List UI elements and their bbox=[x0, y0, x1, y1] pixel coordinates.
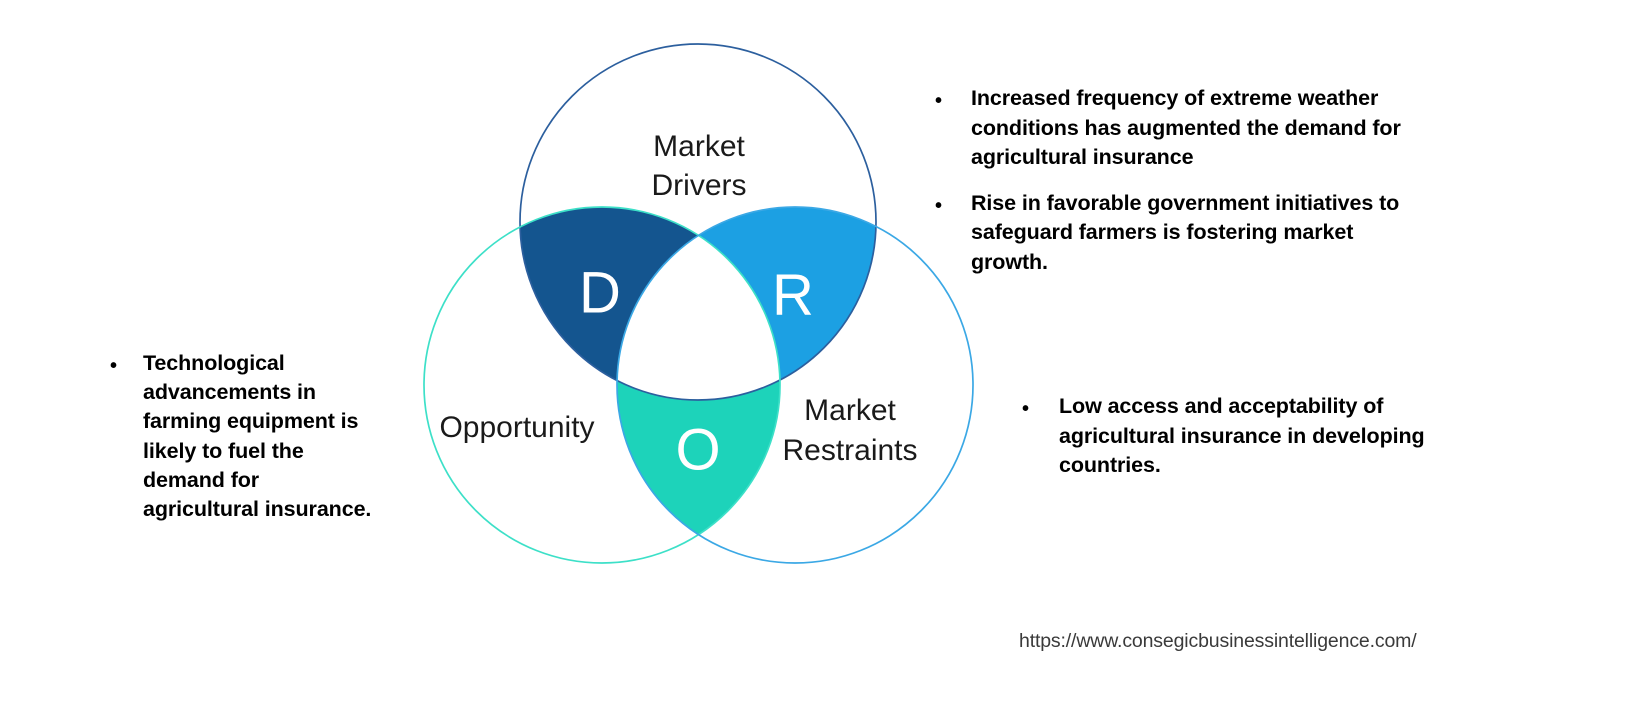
label-market-drivers-line2: Drivers bbox=[652, 169, 747, 202]
source-url[interactable]: https://www.consegicbusinessintelligence… bbox=[1019, 630, 1417, 652]
label-opportunity: Opportunity bbox=[439, 411, 594, 444]
bullet-dot-icon: • bbox=[110, 355, 117, 377]
bullet-item: • Technological advancements in farming … bbox=[110, 349, 378, 524]
bullet-text: Rise in favorable government initiatives… bbox=[971, 190, 1400, 274]
bullet-dot-icon: • bbox=[1022, 398, 1029, 420]
venn-diagram: Market Drivers Opportunity Market Restra… bbox=[380, 28, 1020, 588]
label-market-restraints-line2: Restraints bbox=[782, 434, 917, 467]
bullet-item: • Increased frequency of extreme weather… bbox=[935, 84, 1435, 173]
bullet-item: • Low access and acceptability of agricu… bbox=[1022, 392, 1442, 481]
circle-outline-restraints bbox=[616, 206, 974, 564]
circle-outline-drivers bbox=[519, 43, 877, 401]
bullet-item: • Rise in favorable government initiativ… bbox=[935, 189, 1435, 278]
opportunity-notes-block: • Technological advancements in farming … bbox=[110, 349, 378, 524]
drivers-notes-block: • Increased frequency of extreme weather… bbox=[935, 84, 1435, 293]
bullet-dot-icon: • bbox=[935, 194, 942, 217]
restraints-notes-block: • Low access and acceptability of agricu… bbox=[1022, 392, 1442, 481]
bullet-text: Increased frequency of extreme weather c… bbox=[971, 86, 1401, 169]
venn-region-opportunity bbox=[617, 207, 780, 563]
circle-outline-opportunity bbox=[423, 206, 781, 564]
venn-svg: Market Drivers Opportunity Market Restra… bbox=[423, 43, 974, 564]
region-letter-d: D bbox=[579, 261, 621, 326]
bullet-text: Technological advancements in farming eq… bbox=[143, 351, 372, 522]
label-market-restraints-line1: Market bbox=[804, 394, 896, 427]
region-letter-o: O bbox=[675, 418, 720, 483]
region-letter-r: R bbox=[772, 263, 814, 328]
bullet-text: Low access and acceptability of agricult… bbox=[1059, 394, 1425, 477]
bullet-dot-icon: • bbox=[935, 90, 942, 112]
label-market-drivers-line1: Market bbox=[653, 130, 745, 163]
